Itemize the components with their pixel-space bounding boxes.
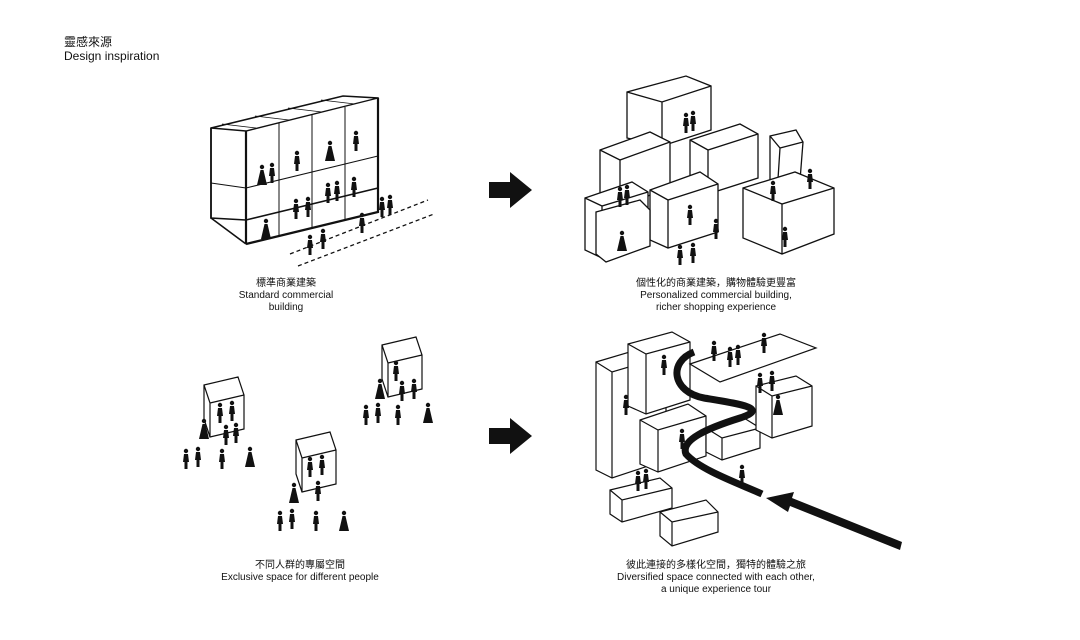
arrow-right-icon-top [489,172,532,208]
exclusive-cubes [203,336,423,493]
title-en: Design inspiration [64,49,160,63]
circulation-ramp [673,348,764,498]
rooftop-plane [688,333,818,383]
standard-building [210,95,380,246]
caption-diversified: 彼此連接的多樣化空間，獨特的體驗之旅 Diversified space con… [617,560,815,595]
entrance-arrow-icon [766,492,902,550]
caption-standard: 標準商業建築 Standard commercial building [238,278,334,313]
personalized-building [584,75,835,263]
arrow-right-icon-bottom [489,418,532,454]
page-title: 靈感來源 Design inspiration [64,35,159,63]
caption-exclusive: 不同人群的專屬空間 Exclusive space for different … [221,560,379,583]
title-zh: 靈感來源 [64,35,113,49]
sidewalk-lines [289,199,435,267]
caption-personalized: 個性化的商業建築，購物體驗更豐富 Personalized commercial… [636,278,796,313]
diversified-building [595,331,813,547]
